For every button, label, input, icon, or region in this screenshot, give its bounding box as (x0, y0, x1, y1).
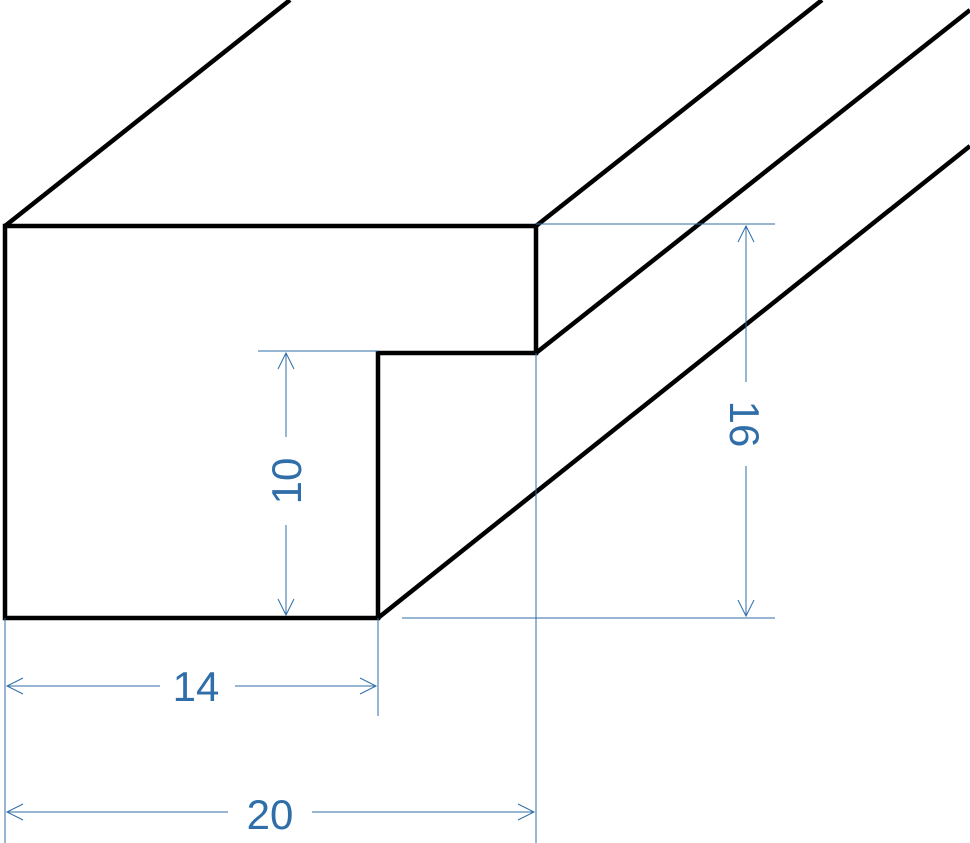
arrowhead (5, 677, 24, 695)
dimension-label-total-height: 16 (721, 401, 768, 448)
extrusion-edge-step (534, 8, 970, 355)
dimension-label-bottom-width: 14 (173, 663, 220, 710)
dimension-label-total-width: 20 (247, 791, 294, 838)
extrusion-edge-top-right (534, 0, 824, 228)
dimension-label-inner-height: 10 (263, 458, 310, 505)
arrowhead (517, 803, 536, 821)
arrowhead (359, 677, 378, 695)
arrowhead (737, 599, 755, 618)
extrusion-edge-bottom (376, 144, 970, 620)
extrusion-edge-top-left (3, 0, 292, 228)
arrowhead (5, 803, 24, 821)
profile-cross-section (2, 223, 539, 621)
dimension-annotations: 14 20 10 16 (4, 223, 775, 843)
extrusion-edges (3, 0, 970, 620)
arrowhead (737, 224, 755, 243)
dimension-inner-height: 10 (263, 351, 310, 617)
arrowhead (277, 598, 295, 617)
dimension-total-width: 20 (5, 791, 536, 838)
arrowhead (277, 351, 295, 370)
dimension-total-height: 16 (721, 224, 768, 618)
dimension-bottom-width: 14 (5, 663, 378, 710)
